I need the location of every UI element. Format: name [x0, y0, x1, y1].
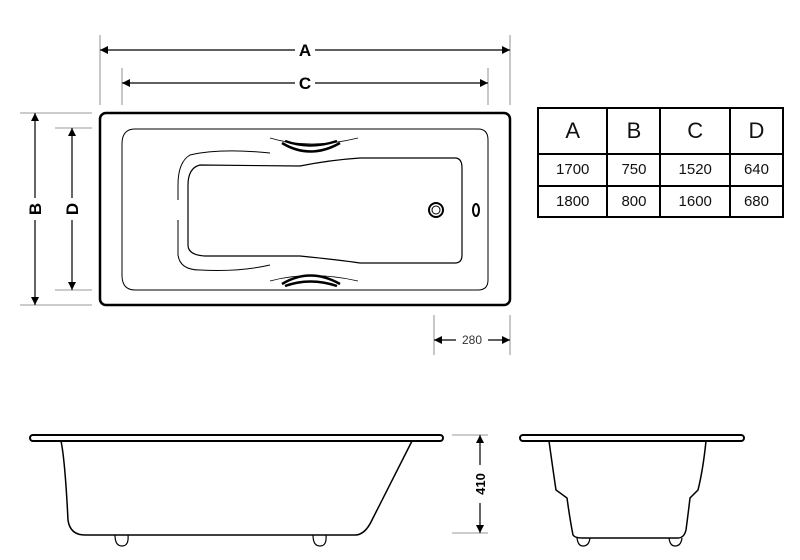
header-cell: B: [606, 106, 662, 156]
label-c: C: [299, 74, 311, 93]
label-a: A: [299, 41, 311, 60]
table-cell: 750: [606, 153, 662, 187]
tub-outer-rim: [98, 111, 512, 307]
drain-icon: [428, 202, 444, 218]
table-cell: 1700: [536, 153, 609, 187]
tub-armrest-contour: [177, 150, 271, 271]
overflow-icon: [472, 203, 480, 217]
height-410-label: 410: [473, 473, 488, 495]
table-cell: 800: [606, 184, 662, 219]
side-view: [29, 434, 444, 547]
header-cell: D: [728, 106, 785, 156]
table-header-row: A B C D: [536, 106, 785, 156]
table-row: 1800 800 1600 680: [536, 184, 785, 219]
tub-inner-rim: [121, 128, 489, 291]
table-cell: 640: [728, 153, 785, 187]
tub-basin: [187, 157, 463, 264]
end-view: [519, 434, 745, 547]
dimension-lines: [20, 35, 511, 534]
offset-280-label: 280: [462, 333, 482, 347]
table-cell: 1520: [659, 153, 731, 187]
top-view: [98, 111, 512, 307]
dimensions-table: A B C D 1700 750 1520 640 1800 800 1600 …: [536, 106, 785, 219]
label-d: D: [63, 203, 82, 215]
label-b: B: [26, 203, 45, 215]
header-cell: A: [536, 106, 609, 156]
table-cell: 1800: [536, 184, 609, 219]
table-cell: 680: [728, 184, 785, 219]
table-row: 1700 750 1520 640: [536, 153, 785, 187]
header-cell: C: [659, 106, 731, 156]
table-cell: 1600: [659, 184, 731, 219]
